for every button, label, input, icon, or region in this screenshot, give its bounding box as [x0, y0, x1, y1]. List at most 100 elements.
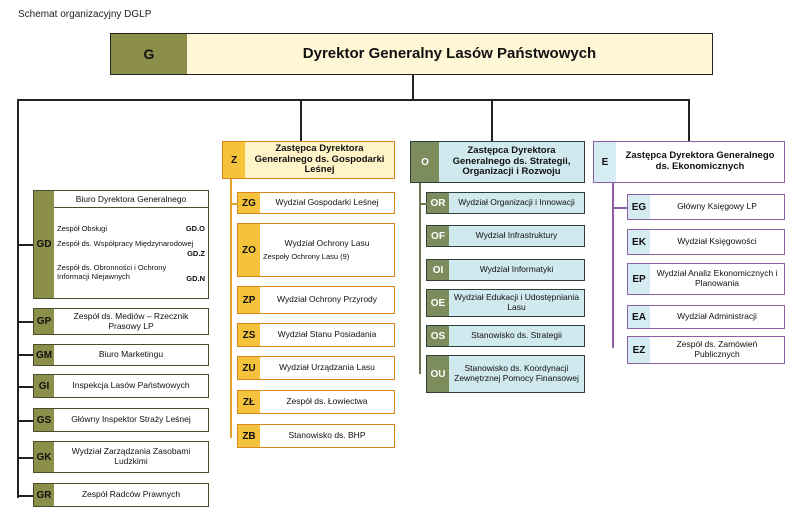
unit-code: ZU — [238, 357, 260, 379]
unit-label: Zespół ds. Zamówień Publicznych — [676, 339, 758, 359]
unit-ez-box: EZ Zespół ds. Zamówień Publicznych — [627, 336, 785, 364]
unit-eg-box: EG Główny Księgowy LP — [627, 194, 785, 220]
unit-os-box: OS Stanowisko ds. Strategii — [426, 325, 585, 347]
connector-e-spine — [612, 182, 614, 348]
unit-ou-box: OU Stanowisko ds. Koordynacji Zewnętrzne… — [426, 355, 585, 393]
unit-gp-box: GP Zespół ds. Mediów – Rzecznik Prasowy … — [33, 308, 209, 335]
unit-zo-content: Wydział Ochrony Lasu Zespoły Ochrony Las… — [260, 224, 394, 276]
unit-code: Z — [223, 142, 245, 178]
unit-code: EG — [628, 195, 650, 219]
connector-stub-gp — [17, 321, 33, 323]
unit-label: Zespół ds. Mediów – Rzecznik Prasowy LP — [73, 310, 189, 331]
director-general-title: Dyrektor Generalny Lasów Państwowych — [187, 34, 712, 74]
unit-of-box: OF Wydział Infrastruktury — [426, 225, 585, 247]
connector-stub-gk — [17, 457, 33, 459]
deputy-z-box: Z Zastępca Dyrektora Generalnego ds. Gos… — [222, 141, 395, 179]
unit-code: EA — [628, 306, 650, 328]
connector-stub-gm — [17, 354, 33, 356]
gd-row-code: GD.Z — [187, 249, 205, 258]
unit-zs-box: ZS Wydział Stanu Posiadania — [237, 323, 395, 347]
unit-gd-box: GD Biuro Dyrektora Generalnego Zespół Ob… — [33, 190, 209, 299]
unit-ep-box: EP Wydział Analiz Ekonomicznych i Planow… — [627, 263, 785, 295]
unit-label: Biuro Marketingu — [98, 349, 164, 360]
unit-label: Wydział Księgowości — [677, 236, 757, 247]
unit-label: Wydział Urządzania Lasu — [279, 362, 375, 373]
unit-label: Wydział Ochrony Przyrody — [276, 294, 378, 305]
unit-code: G — [111, 34, 187, 74]
unit-gm-box: GM Biuro Marketingu — [33, 344, 209, 366]
unit-code: ZG — [238, 193, 260, 213]
unit-code: OF — [427, 226, 449, 246]
unit-label: Stanowisko ds. Strategii — [449, 326, 584, 346]
unit-label: Wydział Gospodarki Leśnej — [275, 197, 379, 208]
unit-code: OS — [427, 326, 449, 346]
diagram-caption: Schemat organizacyjny DGLP — [18, 9, 152, 20]
unit-code: ZP — [238, 287, 260, 313]
unit-gi-box: GI Inspekcja Lasów Państwowych — [33, 374, 209, 398]
gd-row-label: Zespół ds. Współpracy Międzynarodowej — [57, 239, 194, 248]
unit-label: Wydział Informatyki — [449, 260, 584, 280]
unit-gs-box: GS Główny Inspektor Straży Leśnej — [33, 408, 209, 432]
unit-code: OE — [427, 290, 449, 316]
unit-label: Wydział Edukacji i Udostępniania Lasu — [449, 290, 584, 316]
unit-label: Wydział Stanu Posiadania — [277, 329, 377, 340]
unit-gk-box: GK Wydział Zarządzania Zasobami Ludzkimi — [33, 441, 209, 473]
unit-label: Inspekcja Lasów Państwowych — [72, 380, 190, 391]
unit-code: GM — [34, 345, 54, 365]
unit-label: Główny Księgowy LP — [677, 201, 757, 212]
deputy-e-box: E Zastępca Dyrektora Generalnego ds. Eko… — [593, 141, 785, 183]
unit-zp-box: ZP Wydział Ochrony Przyrody — [237, 286, 395, 314]
unit-label: Wydział Infrastruktury — [449, 226, 584, 246]
gd-title-divider — [54, 207, 208, 208]
connector-z-drop — [300, 99, 302, 141]
unit-code: GP — [34, 309, 54, 334]
unit-code: EK — [628, 230, 650, 254]
unit-oi-box: OI Wydział Informatyki — [426, 259, 585, 281]
gd-title: Biuro Dyrektora Generalnego — [75, 194, 187, 204]
connector-stub-gr — [17, 495, 33, 497]
gd-row-label: Zespół ds. Obronności i Ochrony Informac… — [57, 263, 167, 281]
unit-label: Zespół ds. Łowiectwa — [286, 396, 368, 407]
unit-code: OI — [427, 260, 449, 280]
unit-ek-box: EK Wydział Księgowości — [627, 229, 785, 255]
unit-code: GK — [34, 442, 54, 472]
unit-code: GD — [34, 191, 54, 298]
unit-zg-box: ZG Wydział Gospodarki Leśnej — [237, 192, 395, 214]
deputy-o-box: O Zastępca Dyrektora Generalnego ds. Str… — [410, 141, 585, 183]
connector-stub-gd — [17, 244, 33, 246]
connector-z-spine — [230, 178, 232, 438]
deputy-o-title: Zastępca Dyrektora Generalnego ds. Strat… — [439, 142, 584, 182]
connector-o-spine — [419, 178, 421, 374]
unit-code: ZB — [238, 425, 260, 447]
director-general-box: G Dyrektor Generalny Lasów Państwowych — [110, 33, 713, 75]
connector-e-stubs — [612, 207, 628, 209]
unit-label: Wydział Administracji — [677, 311, 757, 322]
unit-code: EP — [628, 264, 650, 294]
unit-code: OR — [427, 193, 449, 213]
unit-code: E — [594, 142, 616, 182]
unit-label: Główny Inspektor Straży Leśnej — [71, 414, 191, 425]
gd-row-label: Zespół Obsługi — [57, 224, 108, 233]
unit-label: Stanowisko ds. BHP — [288, 430, 366, 441]
unit-label: Wydział Organizacji i Innowacji — [449, 193, 584, 213]
unit-code: GS — [34, 409, 54, 431]
connector-z-stubs — [230, 203, 238, 205]
unit-code: EZ — [628, 337, 650, 363]
unit-code: O — [411, 142, 439, 182]
unit-zl-box: ZŁ Zespół ds. Łowiectwa — [237, 390, 395, 414]
unit-label: Wydział Ochrony Lasu — [284, 237, 370, 248]
unit-label: Stanowisko ds. Koordynacji Zewnętrznej P… — [449, 356, 584, 392]
gd-row-code: GD.N — [186, 274, 205, 283]
connector-o-drop — [491, 99, 493, 141]
unit-ea-box: EA Wydział Administracji — [627, 305, 785, 329]
unit-zo-box: ZO Wydział Ochrony Lasu Zespoły Ochrony … — [237, 223, 395, 277]
unit-or-box: OR Wydział Organizacji i Innowacji — [426, 192, 585, 214]
unit-label: Wydział Analiz Ekonomicznych i Planowani… — [656, 268, 778, 288]
unit-code: OU — [427, 356, 449, 392]
gd-row-code: GD.O — [185, 224, 205, 233]
unit-code: GI — [34, 375, 54, 397]
unit-gr-box: GR Zespół Radców Prawnych — [33, 483, 209, 507]
unit-zb-box: ZB Stanowisko ds. BHP — [237, 424, 395, 448]
connector-main-horizontal — [17, 99, 690, 101]
unit-label: Wydział Zarządzania Zasobami Ludzkimi — [71, 446, 191, 466]
